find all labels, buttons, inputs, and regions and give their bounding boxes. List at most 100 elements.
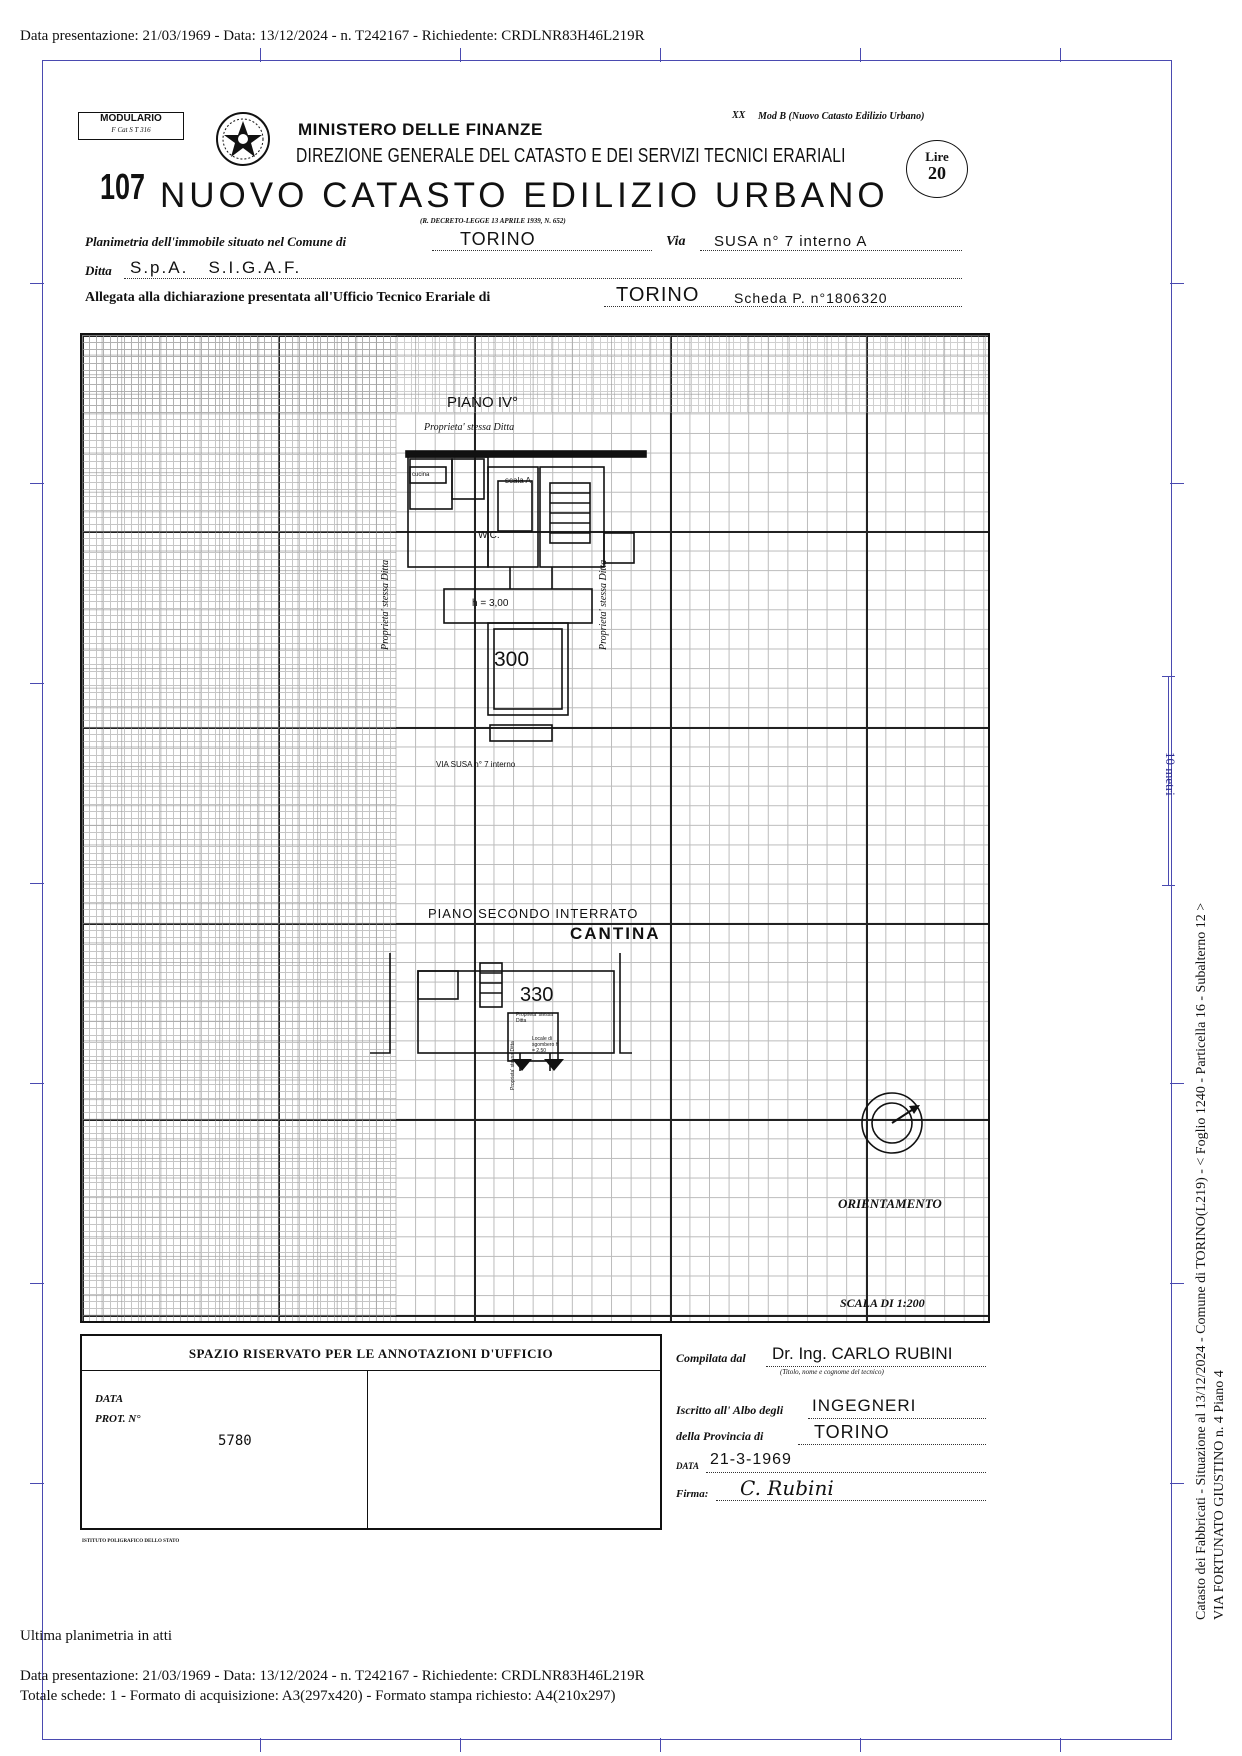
provincia-value: TORINO — [814, 1422, 890, 1442]
frame-tick — [1170, 1283, 1184, 1284]
height-label: h = 3,00 — [472, 598, 509, 609]
frame-tick — [460, 48, 461, 62]
plan-grid-fine — [82, 335, 396, 1321]
office-divider — [82, 1370, 660, 1371]
frame-tick — [260, 48, 261, 62]
frame-tick — [30, 283, 44, 284]
frame-tick — [30, 1483, 44, 1484]
via-line — [700, 232, 962, 251]
compiler-data-label: DATA — [676, 1461, 700, 1471]
via-bottom-label: VIA SUSA n° 7 interno — [436, 760, 516, 769]
scale-marker-tick — [1162, 885, 1175, 886]
frame-tick — [1060, 1738, 1061, 1752]
frame-tick — [30, 683, 44, 684]
firma-line — [716, 1486, 986, 1501]
floor-plan-drawing — [370, 450, 923, 1154]
planimetria-label: Planimetria dell'immobile situato nel Co… — [85, 234, 347, 249]
prot-label: PROT. N° — [95, 1413, 141, 1425]
frame-tick — [860, 48, 861, 62]
albo-value: INGEGNERI — [812, 1396, 917, 1415]
frame-tick — [660, 48, 661, 62]
data-label: DATA — [95, 1393, 124, 1405]
prot-value: 5780 — [218, 1433, 252, 1449]
height-300: 300 — [494, 648, 530, 671]
scala-a-label: scala A — [505, 476, 531, 485]
wc-label: W.C. — [478, 530, 500, 541]
decree-text: (R. DECRETO-LEGGE 13 APRILE 1939, N. 652… — [420, 217, 566, 225]
compiler-line — [766, 1350, 986, 1367]
piano-iv-label: PIANO IV° — [447, 394, 519, 411]
ufficio-value: TORINO — [616, 284, 700, 306]
allegata-label: Allegata alla dichiarazione presentata a… — [85, 290, 491, 305]
albo-line — [808, 1402, 986, 1419]
emblem-icon — [216, 112, 270, 166]
provincia-label: della Provincia di — [676, 1429, 764, 1443]
modulario-label: MODULARIO — [100, 113, 162, 124]
proprieta-left: Proprieta' stessa Ditta — [380, 559, 391, 650]
istituto-label: ISTITUTO POLIGRAFICO DELLO STATO — [82, 1539, 180, 1544]
signature: C. Rubini — [740, 1476, 834, 1500]
frame-tick — [660, 1738, 661, 1752]
prop-small2-label: Proprieta' stessa Ditta — [510, 1041, 516, 1090]
piano-interrato-label: PIANO SECONDO INTERRATO — [428, 906, 639, 921]
compiler-data-value: 21-3-1969 — [710, 1451, 792, 1468]
orientamento-label: ORIENTAMENTO — [838, 1196, 942, 1211]
frame-tick — [260, 1738, 261, 1752]
prop-small-label: Proprieta' stessa Ditta — [516, 1012, 554, 1024]
via-label: Via — [666, 234, 686, 249]
compiler-name: Dr. Ing. CARLO RUBINI — [772, 1344, 953, 1363]
data-line — [706, 1458, 986, 1473]
provincia-line — [798, 1428, 986, 1445]
page-frame — [42, 60, 1172, 1740]
mod-prefix: XX — [732, 110, 746, 121]
plan-grid-fine — [82, 335, 988, 413]
office-box — [80, 1334, 662, 1530]
frame-tick — [30, 1283, 44, 1284]
frame-tick — [1170, 283, 1184, 284]
proprieta-top: Proprieta' stessa Ditta — [424, 422, 515, 433]
scheda-value: Scheda P. n°1806320 — [734, 290, 888, 306]
frame-tick — [1170, 1083, 1184, 1084]
ufficio-line — [604, 288, 962, 307]
mod-label: Mod B (Nuovo Catasto Edilizio Urbano) — [758, 111, 925, 122]
frame-tick — [460, 1738, 461, 1752]
compilata-label: Compilata dal — [676, 1351, 746, 1365]
cucina-label: cucina — [412, 472, 430, 478]
comune-line — [432, 232, 652, 251]
via-value: SUSA n° 7 interno A — [714, 233, 868, 250]
office-divider — [367, 1371, 368, 1528]
proprieta-right: Proprieta' stessa Ditta — [598, 559, 609, 650]
comune-value: TORINO — [460, 229, 536, 249]
lire-value: 20 — [928, 163, 946, 183]
frame-tick — [1060, 48, 1061, 62]
frame-tick — [30, 883, 44, 884]
ministry-title: MINISTERO DELLE FINANZE — [298, 120, 543, 139]
height-330: 330 — [520, 984, 554, 1006]
compiler-name-sub: (Titolo, nome e cognome del tecnico) — [780, 1368, 884, 1376]
scale-marker — [1168, 676, 1169, 886]
ultima-label: Ultima planimetria in atti — [20, 1628, 173, 1644]
modulario-box: MODULARIO F Cat S T 316 — [78, 112, 184, 140]
form-number: 107 — [100, 166, 146, 207]
direction-title: DIREZIONE GENERALE DEL CATASTO E DEI SER… — [296, 145, 846, 167]
scala-label: SCALA DI 1:200 — [840, 1296, 925, 1310]
ditta-line — [124, 260, 962, 279]
lire-label: Lire — [925, 149, 949, 164]
frame-tick — [30, 1083, 44, 1084]
frame-tick — [860, 1738, 861, 1752]
firma-label: Firma: — [676, 1488, 709, 1500]
header-top-line: Data presentazione: 21/03/1969 - Data: 1… — [20, 28, 645, 44]
lire-stamp: Lire 20 — [906, 140, 968, 198]
footer-line-1: Data presentazione: 21/03/1969 - Data: 1… — [20, 1668, 645, 1684]
side-line-2: VIA FORTUNATO GIUSTINO n. 4 Piano 4 — [1212, 1370, 1227, 1620]
ditta-value: S.p.A. S.I.G.A.F. — [130, 258, 302, 277]
modulario-code: F Cat S T 316 — [111, 126, 151, 134]
form-title: NUOVO CATASTO EDILIZIO URBANO — [160, 176, 889, 215]
ditta-label: Ditta — [85, 263, 112, 278]
iscritto-label: Iscritto all' Albo degli — [676, 1403, 784, 1417]
scale-note: 10 metri — [1163, 752, 1178, 796]
spazio-label: SPAZIO RISERVATO PER LE ANNOTAZIONI D'UF… — [188, 1346, 554, 1361]
footer-line-2: Totale schede: 1 - Formato di acquisizio… — [20, 1688, 616, 1704]
cantina-label: CANTINA — [570, 924, 661, 943]
frame-tick — [30, 483, 44, 484]
